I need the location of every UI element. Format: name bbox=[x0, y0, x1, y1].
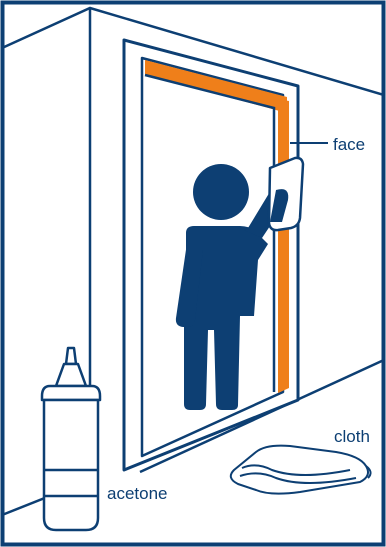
face-label: face bbox=[333, 135, 365, 154]
acetone-label: acetone bbox=[107, 484, 168, 503]
bottle-shoulder bbox=[42, 386, 100, 400]
face-strip-right bbox=[278, 99, 289, 393]
hand-cloth-icon bbox=[269, 158, 303, 230]
bottle-nozzle bbox=[56, 364, 86, 386]
person-head bbox=[193, 164, 249, 220]
bottle-nozzle-tip bbox=[66, 348, 76, 364]
cloth-label: cloth bbox=[334, 427, 370, 446]
bottle-body bbox=[44, 400, 98, 530]
cloth-icon bbox=[231, 446, 371, 494]
acetone-bottle-icon bbox=[42, 348, 100, 530]
